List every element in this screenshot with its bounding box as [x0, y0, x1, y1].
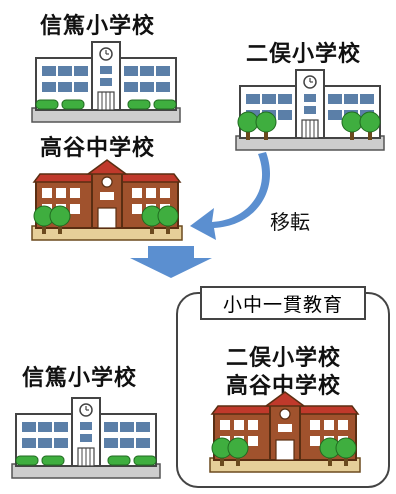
- label-shintoku-top: 信篤小学校: [40, 14, 156, 39]
- kouya-school-top-illustration: [31, 159, 183, 241]
- label-shintoku-bottom: 信篤小学校: [22, 366, 138, 391]
- kouya-school-bottom-illustration: [209, 391, 361, 473]
- label-move: 移転: [270, 210, 310, 234]
- shintoku-school-bottom-illustration: [11, 397, 161, 479]
- transition-arrow: [130, 246, 212, 278]
- shintoku-school-top-illustration: [31, 41, 181, 123]
- label-futamata-bottom: 二俣小学校: [226, 346, 342, 371]
- futamata-school-top-illustration: [235, 69, 385, 151]
- label-kouya-top: 高谷中学校: [40, 136, 156, 161]
- integrated-education-tag: 小中一貫教育: [200, 286, 366, 320]
- move-arrow: [190, 152, 271, 240]
- label-futamata-top: 二俣小学校: [246, 42, 362, 67]
